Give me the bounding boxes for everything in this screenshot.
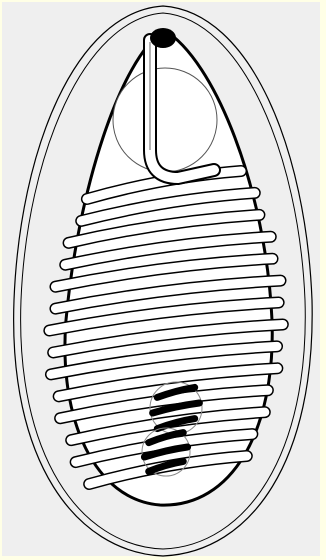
upper-circle bbox=[113, 68, 217, 172]
top-knob bbox=[150, 28, 176, 48]
